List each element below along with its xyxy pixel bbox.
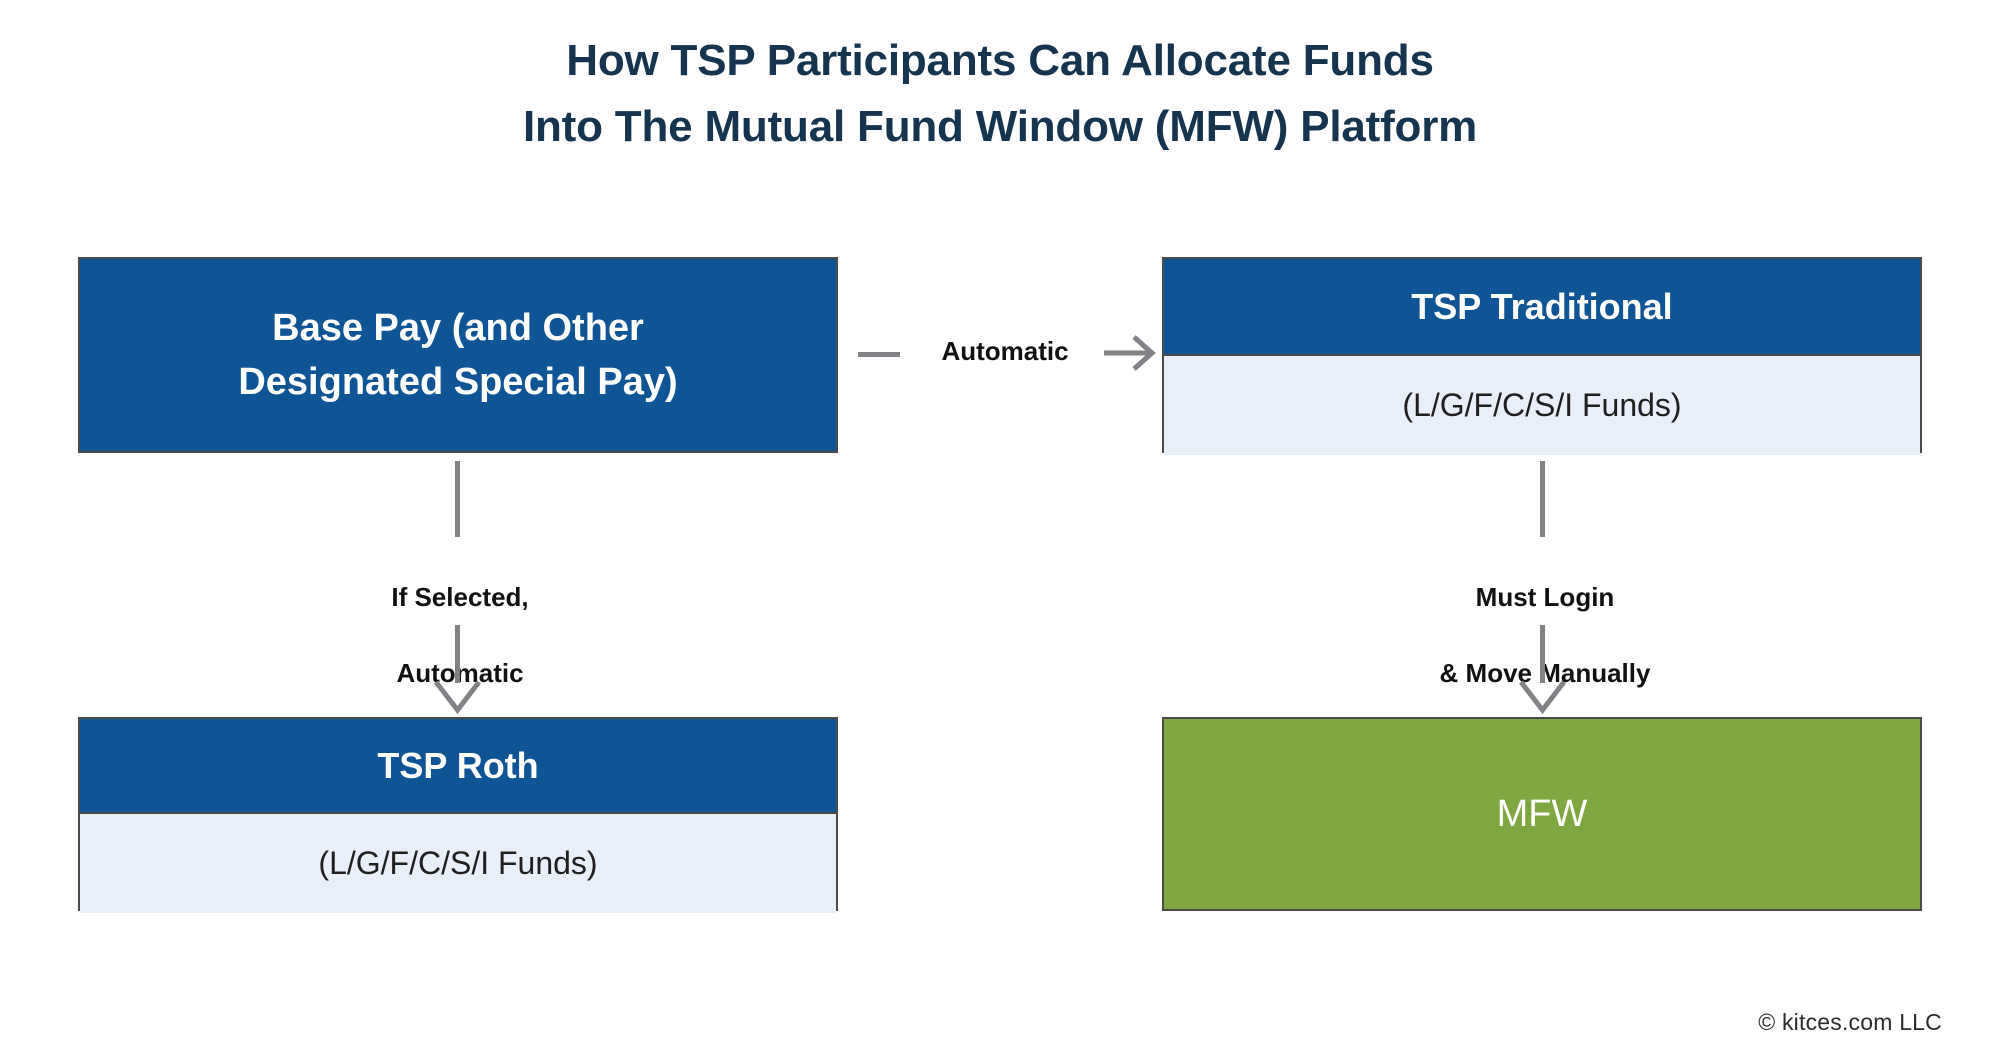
node-mfw-label: MFW <box>1164 719 1920 909</box>
node-tsp-roth-header: TSP Roth <box>80 719 836 812</box>
node-tsp-roth: TSP Roth (L/G/F/C/S/I Funds) <box>78 717 838 913</box>
node-tsp-roth-body: (L/G/F/C/S/I Funds) <box>80 812 836 913</box>
connector-must-login-line-1: Must Login <box>1475 582 1615 612</box>
node-base-pay-label: Base Pay (and Other Designated Special P… <box>80 259 836 451</box>
node-base-pay-line-1: Base Pay (and Other <box>272 307 644 349</box>
node-mfw: MFW <box>1162 717 1922 911</box>
page-title: How TSP Participants Can Allocate Funds … <box>0 28 2000 160</box>
connector-if-selected-line-2: Automatic <box>396 658 524 688</box>
node-base-pay-line-2: Designated Special Pay) <box>238 361 678 403</box>
connector-if-selected-line-top <box>455 461 460 537</box>
connector-if-selected-label: If Selected, Automatic <box>300 540 620 692</box>
node-tsp-traditional-header: TSP Traditional <box>1164 259 1920 354</box>
page-title-line-2: Into The Mutual Fund Window (MFW) Platfo… <box>522 102 1478 151</box>
arrow-right-icon <box>1104 335 1156 371</box>
connector-automatic-label: Automatic <box>941 336 1069 366</box>
node-base-pay: Base Pay (and Other Designated Special P… <box>78 257 838 453</box>
connector-must-login-line-top <box>1540 461 1545 537</box>
connector-must-login-label: Must Login & Move Manually <box>1385 540 1705 692</box>
arrow-down-icon <box>434 680 481 715</box>
connector-if-selected-line-1: If Selected, <box>391 582 529 612</box>
node-tsp-traditional: TSP Traditional (L/G/F/C/S/I Funds) <box>1162 257 1922 455</box>
arrow-down-icon <box>1519 680 1566 715</box>
node-tsp-traditional-body: (L/G/F/C/S/I Funds) <box>1164 354 1920 455</box>
connector-if-selected-line-bottom <box>455 625 460 683</box>
connector-automatic-line <box>858 352 900 357</box>
page-title-line-1: How TSP Participants Can Allocate Funds <box>566 36 1434 85</box>
copyright-credit: © kitces.com LLC <box>1758 1009 1942 1035</box>
connector-must-login-line-bottom <box>1540 625 1545 683</box>
